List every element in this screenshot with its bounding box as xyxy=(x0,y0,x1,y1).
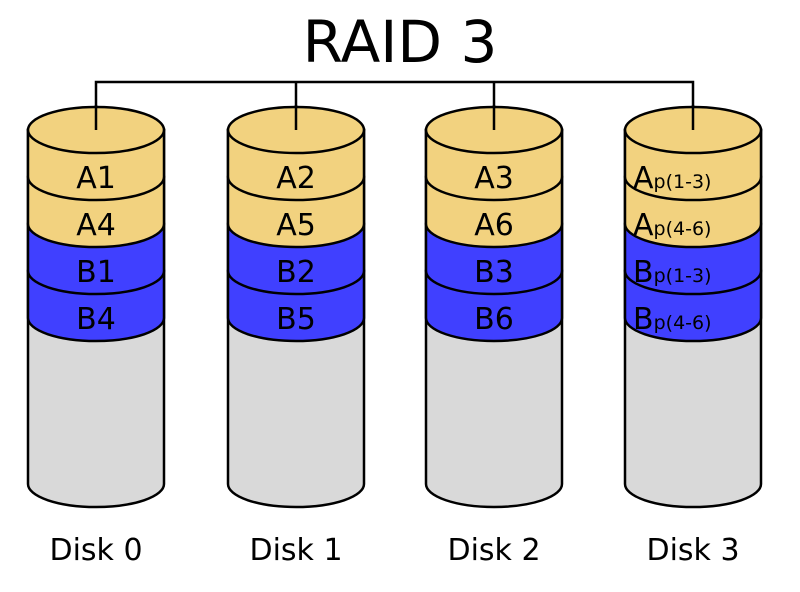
block-label-main: A6 xyxy=(474,208,514,243)
block-label: A3 xyxy=(474,161,514,196)
block-label-main: A xyxy=(633,161,654,196)
block-label: B1 xyxy=(76,255,116,290)
block-label-main: B2 xyxy=(276,255,316,290)
controller-bus xyxy=(94,80,695,130)
block-label: A6 xyxy=(474,208,514,243)
block-label-main: A1 xyxy=(76,161,116,196)
block-label-main: A4 xyxy=(76,208,116,243)
block-label: A1 xyxy=(76,161,116,196)
block-label: A5 xyxy=(276,208,316,243)
disk-label: Disk 0 xyxy=(49,533,142,568)
block-label: B4 xyxy=(76,302,116,337)
block-label-main: B1 xyxy=(76,255,116,290)
block-label-main: B5 xyxy=(276,302,316,337)
block-label: Bp(1-3) xyxy=(633,255,712,290)
diagram-title: RAID 3 xyxy=(303,8,498,76)
disk-3: Ap(1-3)Ap(4-6)Bp(1-3)Bp(4-6)Disk 3 xyxy=(623,105,763,568)
block-label: Bp(4-6) xyxy=(633,302,712,337)
block-label: B3 xyxy=(474,255,514,290)
parity-subscript: p(1-3) xyxy=(654,171,712,193)
block-label-main: B xyxy=(633,302,654,337)
block-label: A2 xyxy=(276,161,316,196)
block-label-main: B6 xyxy=(474,302,514,337)
block-label-main: A3 xyxy=(474,161,514,196)
block-label-main: B4 xyxy=(76,302,116,337)
block-label-main: A2 xyxy=(276,161,316,196)
disk-label: Disk 1 xyxy=(249,533,342,568)
block-label: Ap(1-3) xyxy=(633,161,711,196)
block-label: A4 xyxy=(76,208,116,243)
block-label-main: A5 xyxy=(276,208,316,243)
parity-subscript: p(1-3) xyxy=(654,265,712,287)
parity-subscript: p(4-6) xyxy=(654,312,712,334)
block-label: B6 xyxy=(474,302,514,337)
bus-line xyxy=(94,80,695,130)
disk-label: Disk 2 xyxy=(447,533,540,568)
block-label: B2 xyxy=(276,255,316,290)
disk-label: Disk 3 xyxy=(646,533,739,568)
parity-subscript: p(4-6) xyxy=(654,218,712,240)
block-label-main: B3 xyxy=(474,255,514,290)
block-label-main: B xyxy=(633,255,654,290)
block-label-main: A xyxy=(633,208,654,243)
block-label: Ap(4-6) xyxy=(633,208,711,243)
block-label: B5 xyxy=(276,302,316,337)
